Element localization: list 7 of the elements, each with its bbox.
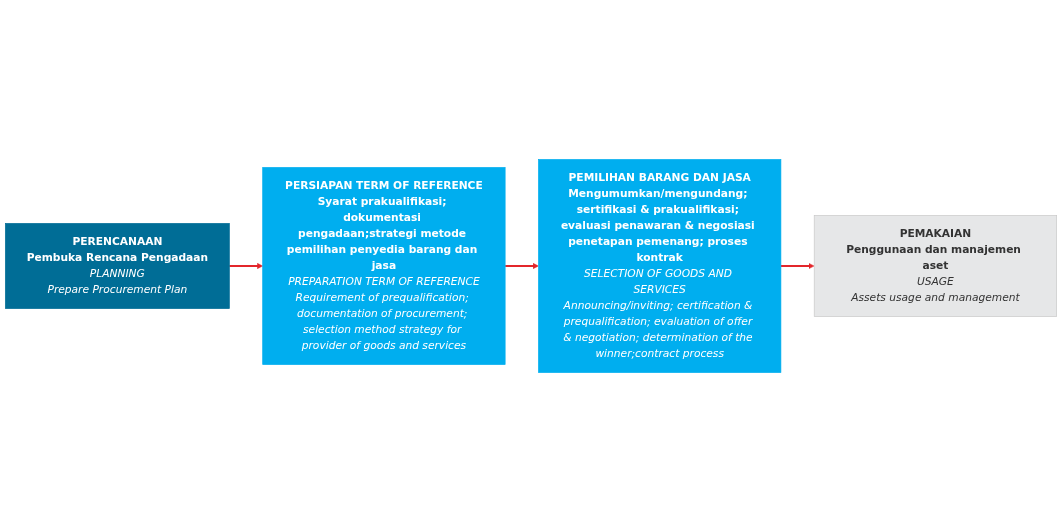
node-box: PEMILIHAN BARANG DAN JASA Mengumumkan/mengundang; sertifikasi & prakualifikasi; evaluasi penawaran & negosiasi penetapan pemenang; proses kontrak SELECTION OF GOODS AND SERVICES Announcing/inviting; certification & prequalification; evaluation of offer & negotiation; determination of the winner;contract process <box>538 159 782 373</box>
node-box: PERENCANAAN Pembuka Rencana Pengadaan PLANNING Prepare Procurement Plan <box>5 223 230 309</box>
node-box: PEMAKAIAN Penggunaan dan manajemen aset USAGE Assets usage and management <box>813 215 1057 317</box>
arrow <box>779 263 815 269</box>
arrow <box>228 263 263 269</box>
arrow <box>504 263 539 269</box>
node-box: PERSIAPAN TERM OF REFERENCE Syarat prakualifikasi; dokumentasi pengadaan;strategi metode pemilihan penyedia barang dan jasa PREPARATION TERM OF REFERENCE Requirement of prequalification; documentation of procurement; selection method strategy for provider of goods and services <box>262 167 506 365</box>
